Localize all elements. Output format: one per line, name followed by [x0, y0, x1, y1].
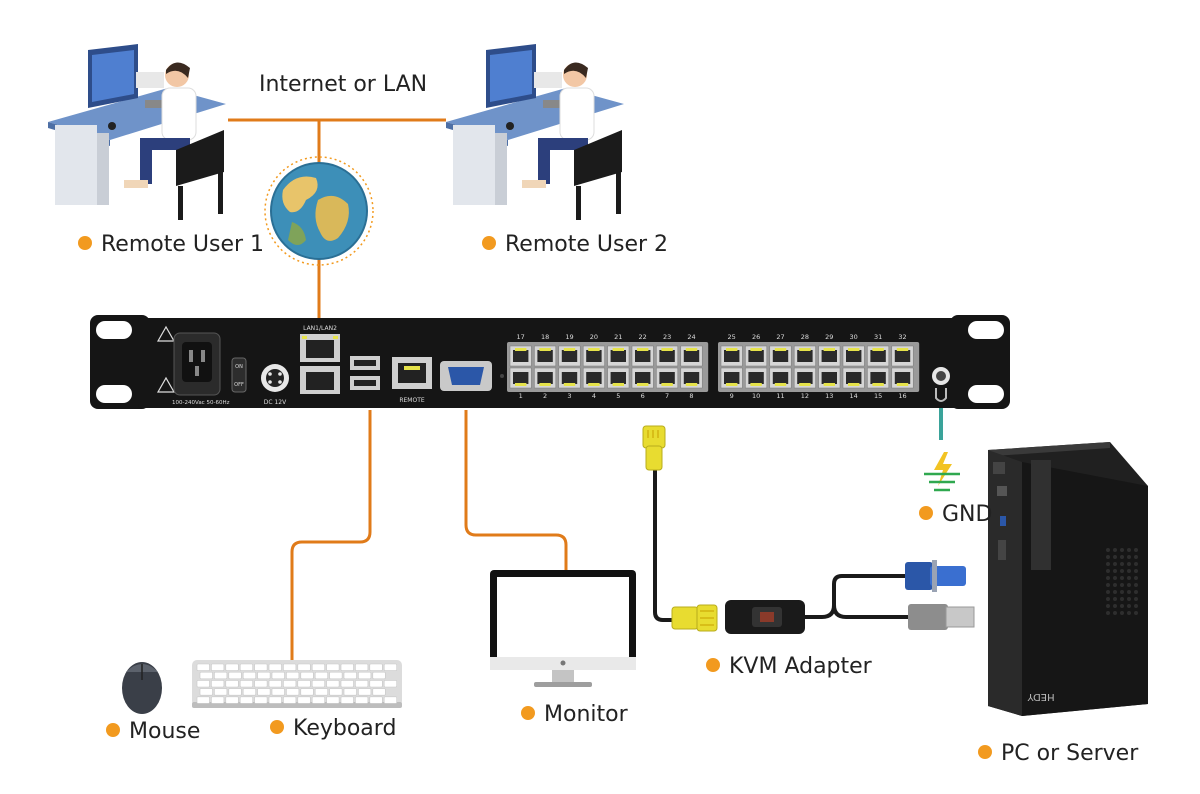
mouse-label: Mouse — [106, 719, 200, 744]
monitor-icon — [490, 570, 636, 687]
port-bottom-number: 15 — [874, 392, 882, 400]
keyboard-link-line — [290, 410, 372, 660]
port-bottom-number: 12 — [801, 392, 809, 400]
remote-port — [392, 357, 432, 389]
port-bottom-number: 3 — [567, 392, 571, 400]
power-label: 100-240Vac 50-60Hz — [172, 400, 230, 406]
port-top-number: 27 — [776, 333, 784, 341]
port-bottom-number: 9 — [730, 392, 734, 400]
port-top-number: 17 — [517, 333, 525, 341]
connection-lines — [228, 118, 568, 660]
gnd-label: GND — [919, 502, 992, 527]
port-top-number: 21 — [614, 333, 622, 341]
rj45-plug-icon — [671, 604, 718, 632]
bullet-dot — [270, 720, 284, 734]
port-bottom-number: 4 — [592, 392, 596, 400]
remote-user-1-workstation — [48, 44, 226, 220]
remote-label: REMOTE — [399, 397, 425, 404]
svg-text:OFF: OFF — [234, 382, 244, 388]
keyboard-icon — [192, 660, 402, 708]
port-bottom-number: 5 — [616, 392, 620, 400]
usb-ports — [350, 356, 380, 390]
usb-plug-icon — [908, 604, 975, 630]
port-bottom-number: 10 — [752, 392, 760, 400]
keyboard-label: Keyboard — [270, 716, 396, 741]
pc-tower-icon: HEDY — [988, 442, 1148, 716]
port-top-number: 28 — [801, 333, 809, 341]
bullet-dot — [482, 236, 496, 250]
port-top-number: 22 — [639, 333, 647, 341]
port-top-number: 31 — [874, 333, 882, 341]
monitor-label: Monitor — [521, 702, 628, 727]
port-top-number: 18 — [541, 333, 549, 341]
port-bottom-number: 2 — [543, 392, 547, 400]
port-top-number: 20 — [590, 333, 598, 341]
rj45-plug-icon — [642, 425, 666, 471]
port-bottom-number: 1 — [519, 392, 523, 400]
vga-plug-icon — [905, 560, 966, 592]
pc-server-label: PC or Server — [978, 741, 1138, 766]
port-bottom-number: 14 — [850, 392, 858, 400]
kvm-switch: 100-240Vac 50-60Hz ON OFF DC 12V LAN1/LA… — [90, 315, 1010, 409]
remote-user-1-label: Remote User 1 — [78, 232, 264, 257]
port-top-number: 24 — [687, 333, 695, 341]
bullet-dot — [706, 658, 720, 672]
port-bottom-number: 6 — [641, 392, 645, 400]
warning-icon — [156, 325, 176, 342]
port-bottom-number: 16 — [898, 392, 906, 400]
lan-label: LAN1/LAN2 — [303, 325, 337, 332]
kvm-adapter-assembly — [642, 425, 975, 634]
port-top-number: 19 — [565, 333, 573, 341]
pc-brand-label: HEDY — [1027, 691, 1055, 702]
ground-terminal — [932, 367, 950, 402]
monitor-link-line — [464, 410, 568, 570]
bullet-dot — [78, 236, 92, 250]
power-switch — [231, 357, 247, 393]
kvm-adapter-label: KVM Adapter — [706, 654, 872, 679]
port-bottom-number: 13 — [825, 392, 833, 400]
port-top-number: 23 — [663, 333, 671, 341]
port-top-number: 30 — [850, 333, 858, 341]
computer-port-grid: 17 1 18 2 19 3 20 4 21 5 22 6 23 7 24 8 25 9 26 10 27 11 28 12 2… — [507, 333, 920, 400]
port-top-number: 29 — [825, 333, 833, 341]
port-top-number: 32 — [898, 333, 906, 341]
mouse-icon — [122, 662, 162, 714]
bullet-dot — [978, 745, 992, 759]
port-bottom-number: 7 — [665, 392, 669, 400]
port-bottom-number: 11 — [776, 392, 784, 400]
bullet-dot — [919, 506, 933, 520]
port-bottom-number: 8 — [689, 392, 693, 400]
port-top-number: 25 — [728, 333, 736, 341]
remote-user-2-label: Remote User 2 — [482, 232, 668, 257]
lan-ports — [300, 334, 340, 394]
ground-icon — [924, 452, 960, 492]
bullet-dot — [521, 706, 535, 720]
bullet-dot — [106, 723, 120, 737]
port-top-number: 26 — [752, 333, 760, 341]
vga-port — [440, 361, 492, 391]
network-label: Internet or LAN — [259, 72, 428, 97]
svg-text:ON: ON — [235, 364, 243, 370]
dc-label: DC 12V — [264, 399, 287, 406]
remote-user-2-workstation — [446, 44, 624, 220]
warning-icon — [156, 376, 176, 393]
globe-icon — [264, 156, 374, 266]
